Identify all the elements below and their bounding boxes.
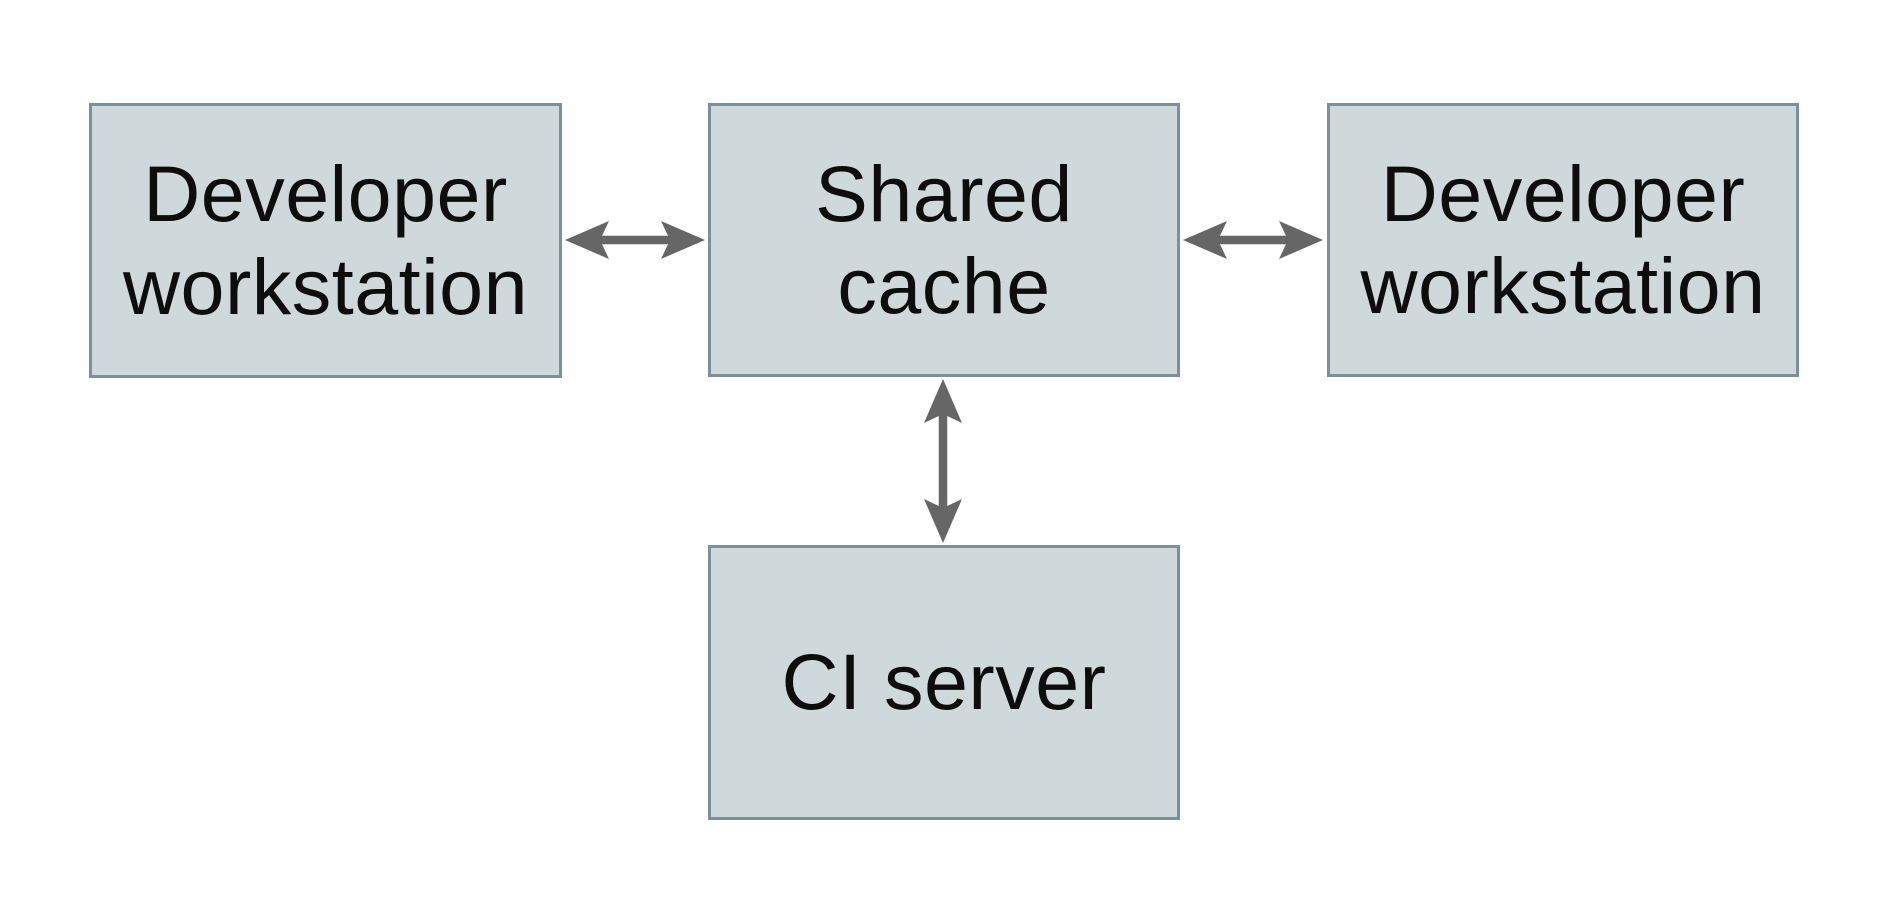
node-label: Developer workstation [1360, 148, 1766, 330]
bidirectional-arrow-cache-to-ci [921, 379, 965, 543]
node-label: Shared cache [815, 148, 1073, 330]
node-shared-cache: Shared cache [708, 103, 1180, 377]
node-developer-workstation-right: Developer workstation [1327, 103, 1799, 377]
node-ci-server: CI server [708, 545, 1180, 820]
bidirectional-arrow-cache-to-right [1183, 218, 1323, 262]
node-label: CI server [781, 637, 1107, 727]
double-arrow-horizontal-icon [1183, 221, 1323, 259]
node-label: Developer workstation [122, 149, 529, 331]
double-arrow-vertical-icon [924, 379, 962, 543]
double-arrow-horizontal-icon [565, 221, 705, 259]
bidirectional-arrow-left-to-cache [565, 218, 705, 262]
node-developer-workstation-left: Developer workstation [89, 103, 562, 378]
